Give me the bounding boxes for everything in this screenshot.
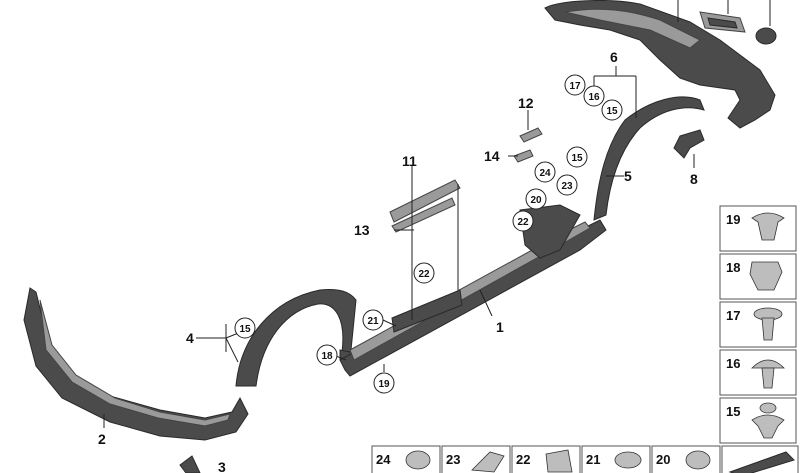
- round-clip-icon: [685, 450, 711, 470]
- svg-text:22: 22: [418, 269, 430, 280]
- svg-text:20: 20: [530, 195, 542, 206]
- svg-text:15: 15: [239, 324, 251, 335]
- svg-text:15: 15: [726, 404, 740, 419]
- svg-text:15: 15: [606, 106, 618, 117]
- label-4: 4: [186, 330, 194, 346]
- svg-text:16: 16: [588, 92, 600, 103]
- grommet-icon: [405, 450, 431, 470]
- svg-text:19: 19: [726, 212, 740, 227]
- label-1: 1: [496, 319, 504, 335]
- callout-24: 24: [534, 161, 556, 183]
- callout-15-front: 15: [234, 317, 256, 339]
- svg-text:22: 22: [517, 217, 529, 228]
- trim-strip-part: [389, 179, 461, 223]
- label-12: 12: [518, 95, 534, 111]
- fastener-tile-blank: [721, 445, 799, 473]
- fastener-tile-20: 20: [651, 445, 721, 473]
- callout-17: 17: [564, 74, 586, 96]
- svg-text:22: 22: [516, 452, 530, 467]
- push-rivet-icon: [751, 212, 785, 241]
- svg-text:20: 20: [656, 452, 670, 467]
- svg-text:23: 23: [561, 181, 573, 192]
- svg-text:18: 18: [726, 260, 740, 275]
- label-11: 11: [402, 153, 417, 169]
- front-spoiler-lip-part: [23, 287, 249, 441]
- fastener-tile-18: 18: [719, 253, 797, 300]
- clip-14-part: [513, 149, 534, 163]
- fastener-tile-21: 21: [581, 445, 651, 473]
- front-wheel-arch-trim-part: [235, 289, 361, 387]
- label-3: 3: [218, 459, 226, 473]
- fastener-tile-23: 23: [441, 445, 511, 473]
- expanding-rivet-icon: [751, 359, 785, 369]
- emblem-frame-part: [699, 11, 746, 33]
- rear-bumper-part: [544, 0, 776, 129]
- retainer-clip-icon: [545, 449, 573, 473]
- callout-18: 18: [316, 344, 338, 366]
- svg-text:18: 18: [321, 351, 333, 362]
- svg-text:21: 21: [586, 452, 600, 467]
- svg-text:17: 17: [726, 308, 740, 323]
- lower-trim-part: [179, 455, 201, 473]
- fastener-tile-16: 16: [719, 349, 797, 396]
- callout-16: 16: [583, 85, 605, 107]
- spring-nut-icon: [749, 261, 783, 291]
- plug-clip-icon: [614, 451, 642, 469]
- label-5: 5: [624, 168, 632, 184]
- svg-text:24: 24: [376, 452, 391, 467]
- svg-text:17: 17: [569, 81, 581, 92]
- callout-23: 23: [556, 174, 578, 196]
- label-2: 2: [98, 431, 106, 447]
- callout-20: 20: [525, 188, 547, 210]
- callout-21: 21: [362, 309, 384, 331]
- clip-12-part: [519, 127, 543, 143]
- svg-text:23: 23: [446, 452, 460, 467]
- callout-19: 19: [373, 372, 395, 394]
- label-13: 13: [354, 222, 370, 238]
- svg-text:19: 19: [378, 379, 390, 390]
- callout-15-rear: 15: [601, 99, 623, 121]
- callout-22-rear: 22: [512, 210, 534, 232]
- fastener-tile-17: 17: [719, 301, 797, 348]
- fastener-tile-24: 24: [371, 445, 441, 473]
- callout-22-sill: 22: [413, 262, 435, 284]
- svg-text:15: 15: [571, 153, 583, 164]
- bracket-clip-icon: [471, 451, 505, 473]
- svg-text:16: 16: [726, 356, 740, 371]
- side-sill-cover-part: [339, 204, 607, 377]
- svg-text:21: 21: [367, 316, 379, 327]
- plug-cap-part: [755, 27, 777, 45]
- clip-fastener-icon: [759, 402, 777, 414]
- tape-strip-icon: [728, 451, 795, 473]
- label-8: 8: [690, 171, 698, 187]
- label-14: 14: [484, 148, 500, 164]
- svg-text:24: 24: [539, 168, 551, 179]
- rear-wheel-arch-trim-part: [593, 96, 705, 221]
- label-6: 6: [610, 49, 618, 65]
- fastener-tile-22: 22: [511, 445, 581, 473]
- fastener-tile-19: 19: [719, 205, 797, 252]
- fastener-tile-15: 15: [719, 397, 797, 444]
- callout-15-arch: 15: [566, 146, 588, 168]
